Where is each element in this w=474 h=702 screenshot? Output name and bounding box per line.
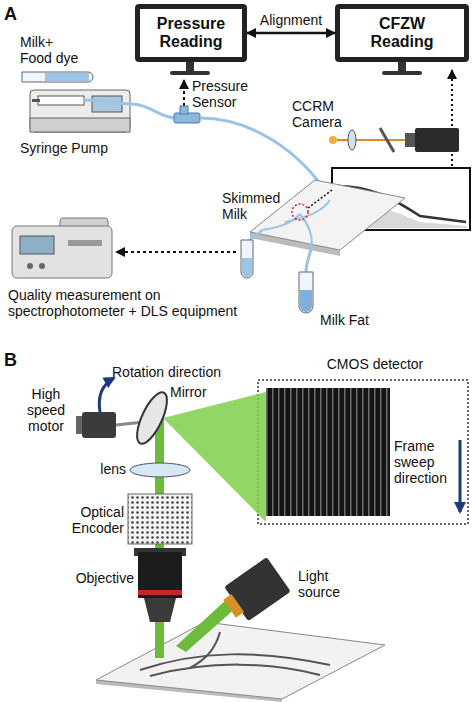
node-text: CFZW Reading <box>352 15 452 50</box>
sensor-stub <box>180 106 188 114</box>
annotation-label: Skimmed Milk <box>222 190 284 222</box>
tubing <box>84 100 176 118</box>
monitor-base <box>170 71 210 75</box>
annotation-label: Optical Encoder <box>50 504 124 536</box>
optics-mirror <box>380 128 394 152</box>
optical-path <box>337 139 405 141</box>
monitor-stand <box>186 62 194 72</box>
light-source <box>218 557 291 626</box>
cmos-sensor <box>266 388 390 516</box>
chip-channel <box>150 665 320 676</box>
motor-body <box>82 412 116 438</box>
zoom-leader <box>308 190 332 208</box>
test-tube <box>299 272 313 313</box>
monitor-base <box>382 71 422 75</box>
test-tube <box>22 72 93 82</box>
annotation-label: Pressure Sensor <box>192 78 257 110</box>
annotation-label: CMOS detector <box>300 356 450 372</box>
monitor-screen: CFZW Reading <box>335 4 469 62</box>
light-spot <box>329 136 337 144</box>
objective-body <box>138 552 182 598</box>
objective-ring <box>138 590 182 595</box>
annotation-label: Milk Fat <box>320 312 400 328</box>
annotation-label: lens <box>86 461 126 477</box>
test-tube <box>241 240 253 278</box>
pump-panel <box>30 118 130 132</box>
monitor-stand <box>398 62 406 72</box>
rotation-arrow <box>99 378 114 412</box>
zoom-circle <box>292 204 308 220</box>
measure-arrow <box>116 251 236 253</box>
annotation-label: CCRM Camera <box>292 98 352 130</box>
spectro-button <box>39 263 45 269</box>
outlet-tubing <box>306 244 312 272</box>
signal-arrow <box>183 80 185 106</box>
annotation-label: Quality measurement on spectrophotometer… <box>8 287 266 319</box>
spectro-slot <box>68 240 102 246</box>
pump-body <box>30 90 130 132</box>
spectrophotometer <box>12 226 112 278</box>
annotation-label: Rotation direction <box>112 364 262 380</box>
double-arrow <box>247 32 335 35</box>
spectro-button <box>27 263 33 269</box>
annotation-label: Milk+ Food dye <box>20 34 82 66</box>
edge-label: Alignment <box>260 12 322 28</box>
annotation-label: Objective <box>40 570 134 586</box>
chip-channel <box>285 200 330 222</box>
annotation-label: Light source <box>298 568 354 600</box>
objective-nose <box>144 598 176 622</box>
panel-letter: B <box>4 350 28 371</box>
light-lens <box>223 594 244 618</box>
chip-channel <box>262 214 300 230</box>
chip-channel <box>140 654 330 670</box>
syringe-barrel <box>38 96 84 105</box>
annotation-label: Frame sweep direction <box>394 438 454 486</box>
monitor-screen: Pressure Reading <box>135 4 247 62</box>
node-text: Pressure Reading <box>152 15 230 50</box>
microfluidic-chip <box>96 622 385 699</box>
annotation-label: Syringe Pump <box>20 140 130 156</box>
optical-encoder <box>128 494 192 544</box>
chip-channel <box>300 214 312 244</box>
annotation-label: High speed motor <box>18 386 74 434</box>
camera-body <box>415 128 459 152</box>
annotation-label: Mirror <box>170 384 230 400</box>
rotating-mirror <box>131 388 173 447</box>
light-body <box>224 557 291 621</box>
optics-lens <box>348 130 356 150</box>
syringe-plunger <box>32 99 40 102</box>
panel-letter: A <box>4 4 28 25</box>
sweep-arrow <box>459 440 462 512</box>
tube-liquid <box>242 258 252 277</box>
lens <box>130 463 190 477</box>
tube-liquid <box>45 73 89 81</box>
spectro-display <box>20 236 54 254</box>
detector-frame <box>258 380 468 524</box>
tube-liquid <box>300 290 312 312</box>
motor-cap <box>76 416 82 434</box>
